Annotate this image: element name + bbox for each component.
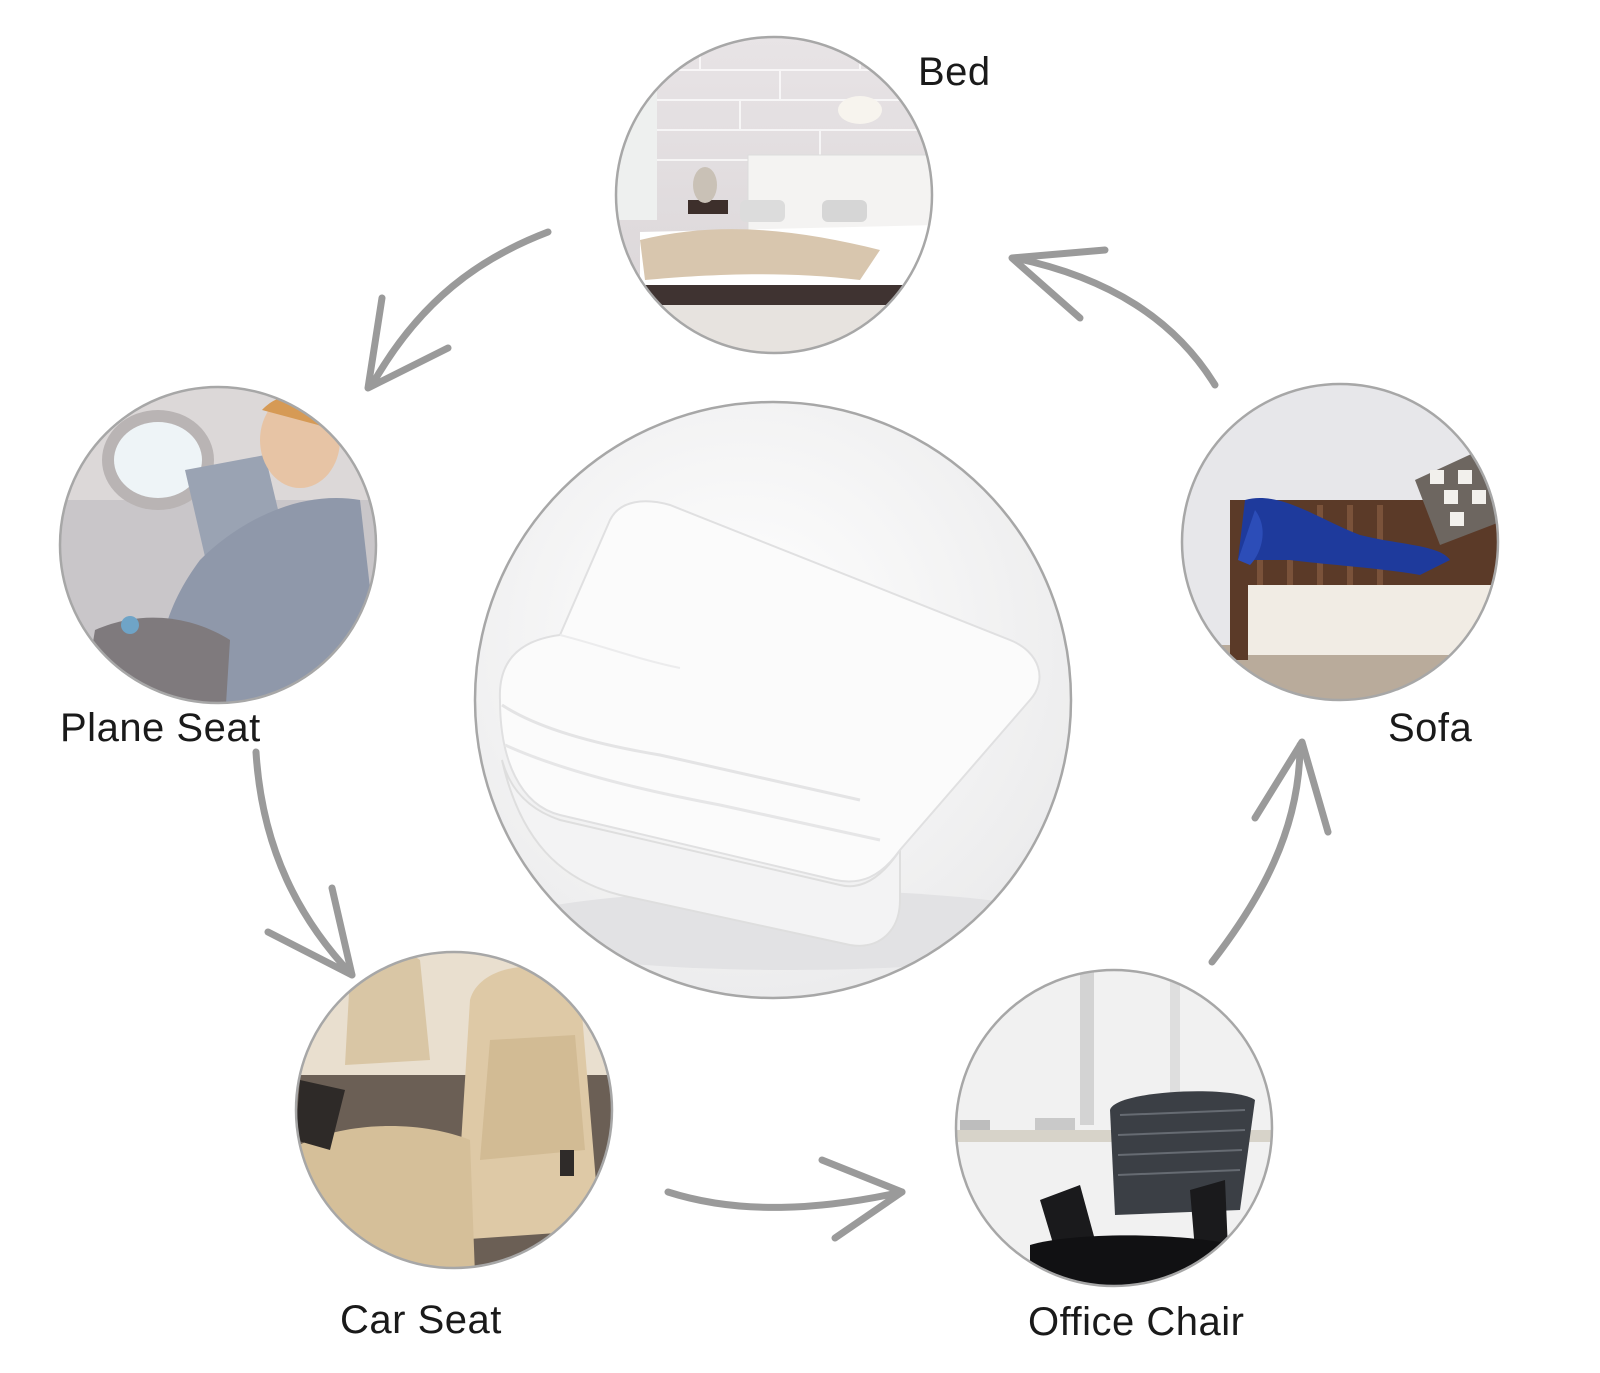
bed-photo: [614, 35, 934, 355]
arrow-sofa-to-bed: [1008, 246, 1219, 389]
arrow-office-to-sofa: [1208, 738, 1332, 966]
car-seat-photo: [294, 950, 614, 1270]
label-plane-seat: Plane Seat: [60, 706, 261, 750]
plane-seat-photo: [58, 385, 378, 705]
arrow-bed-to-plane: [364, 228, 552, 392]
arrow-plane-to-car: [252, 748, 356, 979]
arrow-car-to-office: [664, 1156, 906, 1242]
label-car-seat: Car Seat: [340, 1298, 502, 1342]
sofa-photo: [1180, 382, 1500, 702]
center-blanket-image: [473, 400, 1073, 1000]
label-sofa: Sofa: [1388, 706, 1473, 750]
office-chair-photo: [954, 968, 1274, 1288]
label-bed: Bed: [918, 50, 991, 94]
label-office-chair: Office Chair: [1028, 1300, 1245, 1344]
